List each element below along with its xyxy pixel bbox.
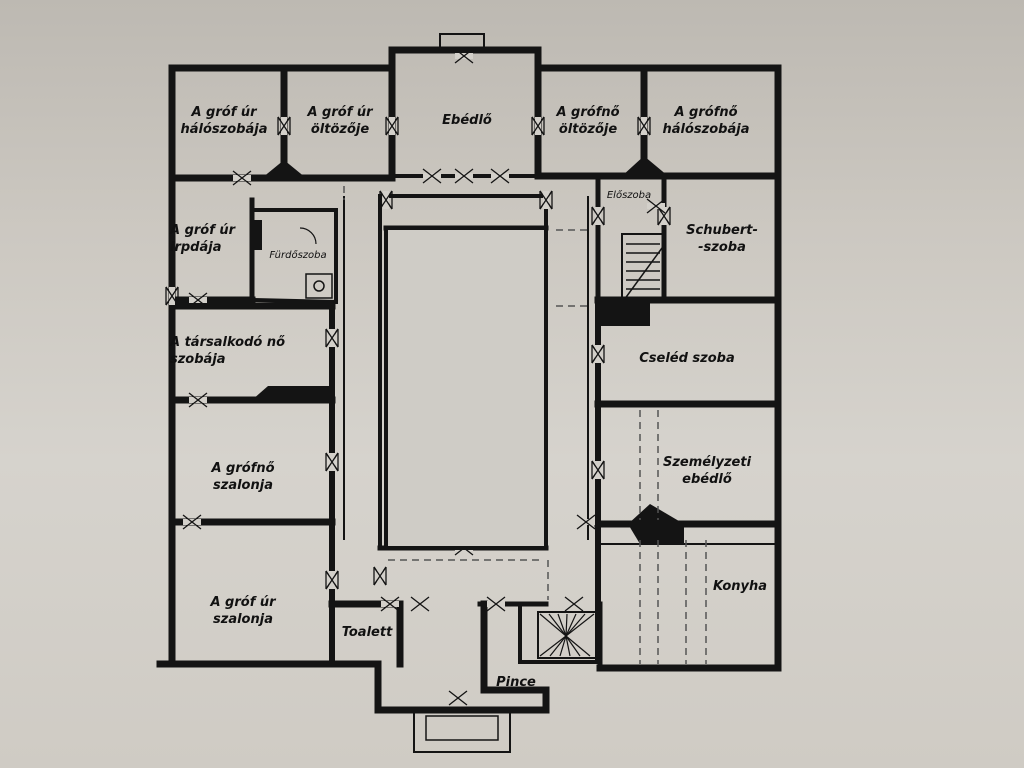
stair-step xyxy=(565,613,577,637)
room-label-pince: Pince xyxy=(496,675,536,690)
chimney xyxy=(628,504,684,544)
stair-step xyxy=(557,613,567,637)
door-leaf xyxy=(325,328,339,348)
stair-step xyxy=(565,635,571,657)
room-label-schubert: Schubert--szoba xyxy=(686,223,758,255)
stair-step xyxy=(539,635,567,657)
room-label-eloszoba: Előszoba xyxy=(606,190,652,201)
doors xyxy=(165,48,671,706)
stair-step xyxy=(565,613,568,637)
door-swing xyxy=(299,227,317,245)
stair-step xyxy=(565,635,581,657)
room-label-konyha: Konyha xyxy=(712,579,768,594)
door-leaf xyxy=(277,116,291,136)
door-leaf xyxy=(454,168,474,184)
stair-step xyxy=(539,613,567,637)
door-leaf xyxy=(591,206,605,226)
door-leaf xyxy=(165,286,179,306)
staircase-lower xyxy=(537,611,597,659)
stair-step xyxy=(565,635,591,657)
chimney xyxy=(598,300,650,326)
stair-step xyxy=(559,635,567,657)
room-label-furdoszoba: Fürdőszoba xyxy=(269,250,327,261)
room-label-toalett: Toalett xyxy=(341,625,393,640)
door-leaf xyxy=(539,190,553,210)
door-leaf xyxy=(657,206,671,226)
fixtures xyxy=(299,186,707,664)
door-leaf xyxy=(486,596,506,612)
room-label-ebedlo: Ebédlő xyxy=(442,113,492,128)
door-leaf xyxy=(576,514,596,530)
staircase-upper xyxy=(621,233,665,301)
door-leaf xyxy=(646,198,666,214)
sink-icon xyxy=(313,280,325,292)
door-leaf xyxy=(325,570,339,590)
wall xyxy=(249,297,339,305)
door-leaf xyxy=(325,452,339,472)
door-leaf xyxy=(591,460,605,480)
door-leaf xyxy=(373,566,387,586)
stair-frame xyxy=(621,233,665,301)
central-hall xyxy=(384,226,548,550)
door-leaf xyxy=(410,596,430,612)
stair-step xyxy=(549,635,567,657)
door-leaf xyxy=(531,116,545,136)
door-leaf xyxy=(188,292,208,308)
entry-steps-inner xyxy=(425,715,499,741)
stair-step xyxy=(548,613,567,637)
door-leaf xyxy=(454,48,474,64)
door-leaf xyxy=(182,514,202,530)
door-leaf xyxy=(637,116,651,136)
stair-step xyxy=(565,613,595,637)
chimney xyxy=(262,160,306,178)
stair-run xyxy=(623,247,663,301)
door-leaf xyxy=(591,344,605,364)
door-leaf xyxy=(490,168,510,184)
stair-step xyxy=(565,613,586,637)
door-leaf xyxy=(564,596,584,612)
entrance-step xyxy=(439,33,485,49)
chimney xyxy=(252,386,332,400)
entry-steps xyxy=(413,711,511,753)
door-leaf xyxy=(422,168,442,184)
door-leaf xyxy=(380,596,400,612)
stair-frame xyxy=(537,611,597,659)
door-leaf xyxy=(448,690,468,706)
door-leaf xyxy=(188,392,208,408)
room-label-cseled: Cseléd szoba xyxy=(639,351,735,366)
door-leaf xyxy=(379,190,393,210)
bath-fixture xyxy=(305,273,333,299)
door-leaf xyxy=(385,116,399,136)
chimney xyxy=(622,156,668,176)
chimney xyxy=(254,220,262,250)
door-leaf xyxy=(232,170,252,186)
